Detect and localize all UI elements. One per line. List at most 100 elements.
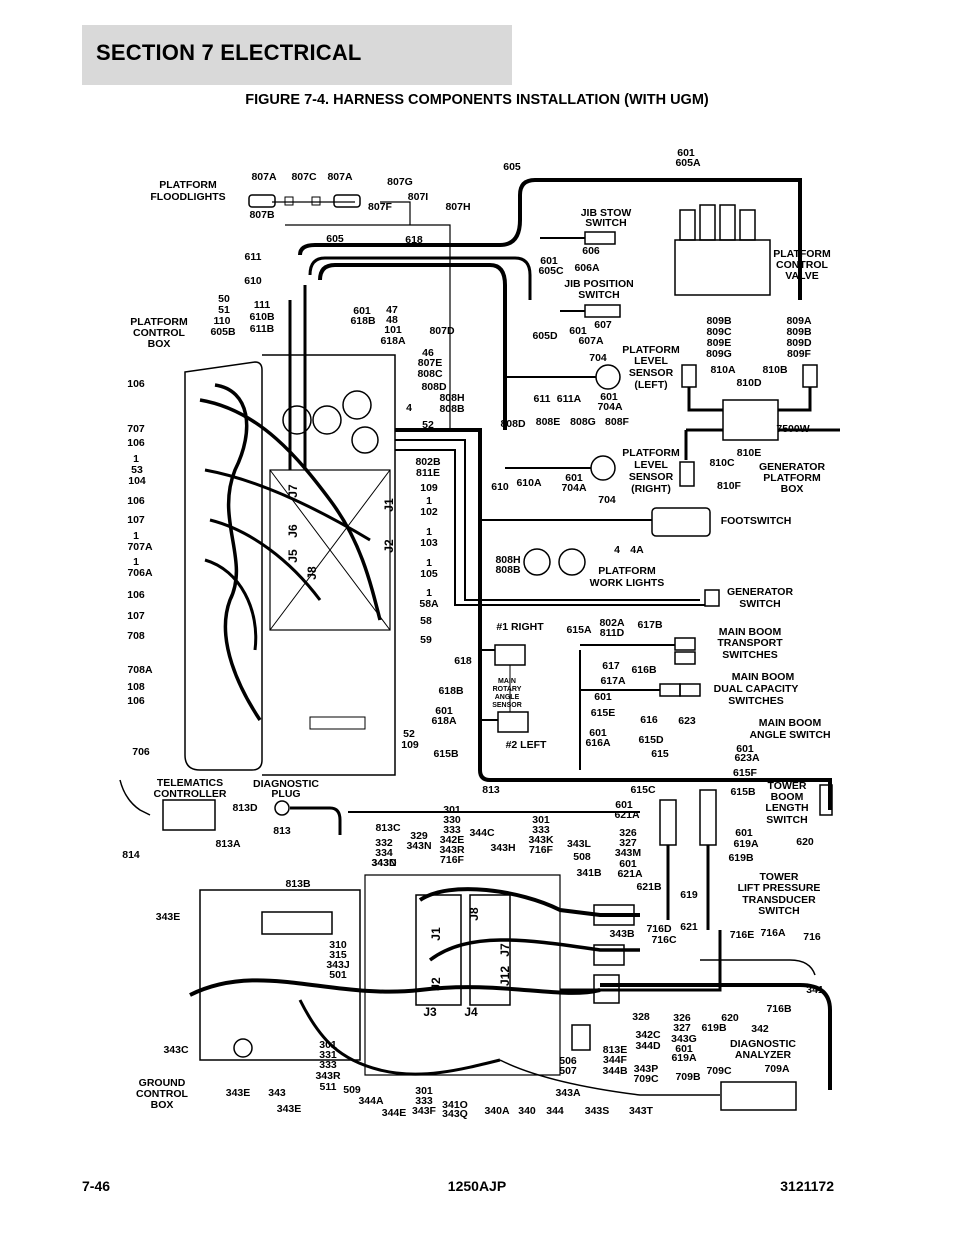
callout-label: PLUG: [271, 788, 300, 800]
callout-label: 4: [614, 544, 620, 556]
callout-label: 341O: [442, 1099, 468, 1111]
model-number: 1250AJP: [447, 1178, 507, 1194]
callout-label: 618B: [438, 685, 464, 697]
callout-label: 59: [420, 634, 432, 646]
callout-label: 709C: [706, 1065, 732, 1077]
callout-label: 704: [589, 352, 607, 364]
callout-label: 601: [615, 799, 633, 811]
callout-label: 808H: [439, 392, 464, 404]
callout-label: JIB STOW: [581, 207, 632, 219]
callout-label: 601: [736, 743, 754, 755]
callout-label: SWITCH: [766, 814, 807, 826]
callout-label: 343R: [439, 844, 465, 856]
connector-label: J8: [305, 566, 319, 580]
connector-label: J1: [429, 927, 443, 941]
callout-label: 343S: [585, 1105, 610, 1117]
callout-label: 605: [503, 161, 521, 173]
connector-label: J12: [498, 966, 512, 986]
callout-label: 605C: [538, 265, 564, 277]
callout-label: 615F: [733, 767, 758, 779]
callout-label: 509: [343, 1084, 361, 1096]
callout-label: 716F: [529, 844, 554, 856]
callout-label: 102: [420, 506, 438, 518]
callout-label: LENGTH: [765, 802, 808, 814]
callout-label: PLATFORM: [130, 316, 188, 328]
callout-label: 807H: [445, 201, 470, 213]
callout-label: 333: [319, 1059, 337, 1071]
callout-label: 106: [127, 378, 145, 390]
callout-label: 809E: [707, 337, 732, 349]
callout-label: 704A: [561, 482, 587, 494]
callout-label: 511: [320, 1081, 337, 1093]
callout-label: 810D: [736, 377, 762, 389]
callout-label: 810A: [710, 364, 736, 376]
callout-label: 807E: [418, 357, 443, 369]
callout-label: 341: [806, 984, 824, 996]
callout-label: 809B: [786, 326, 812, 338]
callout-label: 606: [582, 245, 600, 257]
callout-label: 343G: [671, 1033, 697, 1045]
callout-label: 808D: [421, 381, 447, 393]
callout-label: 52: [422, 419, 434, 431]
callout-label: 106: [127, 695, 145, 707]
callout-label: 46: [422, 347, 434, 359]
callout-label: 808B: [439, 403, 465, 415]
callout-label: 343R: [315, 1070, 341, 1082]
callout-label: 617: [602, 660, 620, 672]
callout-label: 716F: [440, 854, 465, 866]
callout-label: 616A: [585, 737, 611, 749]
callout-label: BOOM: [771, 791, 804, 803]
callout-label: CONTROLLER: [154, 788, 227, 800]
callout-label: MAIN BOOM: [759, 717, 822, 729]
callout-label: 331: [319, 1049, 337, 1061]
callout-label: 802A: [599, 617, 625, 629]
callout-label: 601: [589, 727, 607, 739]
callout-label: 808E: [536, 416, 561, 428]
connector-label: J6: [286, 524, 300, 538]
callout-label: TRANSDUCER: [742, 894, 816, 906]
callout-label: 716C: [651, 934, 677, 946]
callout-label: TRANSPORT: [717, 637, 783, 649]
callout-label: ANALYZER: [735, 1049, 792, 1061]
connector-label: J7: [286, 484, 300, 498]
callout-label: 501: [329, 969, 347, 981]
callout-label: 808G: [570, 416, 596, 428]
callout-label: 329: [410, 830, 428, 842]
callout-label: 621A: [617, 868, 643, 880]
callout-label: 813E: [603, 1044, 628, 1056]
callout-label: 813A: [215, 838, 241, 850]
callout-label: 808C: [417, 368, 443, 380]
callout-label: 621: [680, 921, 698, 933]
callout-label: 605D: [532, 330, 558, 342]
callout-label: 716: [803, 931, 821, 943]
callout-label: 811E: [416, 467, 440, 479]
callout-label: 109: [401, 739, 419, 751]
sensor-label: SENSOR: [492, 702, 522, 709]
callout-label: SWITCH: [578, 289, 619, 301]
callout-label: 811D: [600, 627, 625, 639]
callout-label: WORK LIGHTS: [590, 577, 665, 589]
callout-label: 326: [619, 827, 637, 839]
callout-label: FOOTSWITCH: [721, 515, 792, 527]
callout-label: 342: [751, 1023, 769, 1035]
callout-label: 617A: [600, 675, 626, 687]
connector-label: J2: [429, 977, 443, 991]
sensor-label: ANGLE: [495, 694, 520, 701]
callout-label: 601: [600, 391, 618, 403]
callout-label: PLATFORM: [159, 179, 217, 191]
callout-label: 611A: [557, 393, 582, 405]
callout-label: PLATFORM: [622, 344, 680, 356]
callout-label: 343Q: [442, 1108, 468, 1120]
callout-label: 507: [559, 1065, 577, 1077]
callout-label: 802B: [415, 456, 441, 468]
callout-label: BOX: [148, 338, 171, 350]
callout-label: 344A: [358, 1095, 384, 1107]
callout-label: BOX: [781, 483, 804, 495]
connector-label: J8: [467, 907, 481, 921]
callout-label: 343M: [615, 847, 642, 859]
callout-label: BOX: [151, 1099, 174, 1111]
callout-label: 716A: [760, 927, 786, 939]
callout-label: 343F: [412, 1105, 437, 1117]
callout-label: 605B: [210, 326, 236, 338]
